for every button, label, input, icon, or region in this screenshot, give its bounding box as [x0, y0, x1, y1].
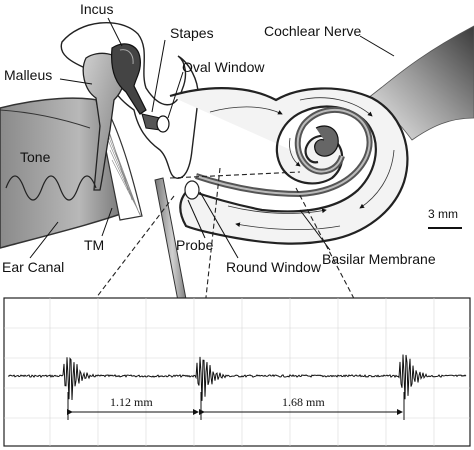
measurement-arrows — [67, 392, 405, 420]
measurement-left: 1.12 mm — [110, 395, 153, 409]
cochlea — [169, 87, 409, 245]
label-oval-window: Oval Window — [182, 59, 265, 75]
label-basilar-membrane: Basilar Membrane — [322, 251, 436, 267]
label-incus: Incus — [80, 1, 113, 17]
label-round-window: Round Window — [226, 259, 322, 275]
label-probe: Probe — [176, 237, 214, 253]
label-malleus: Malleus — [4, 67, 52, 83]
label-stapes: Stapes — [170, 25, 214, 41]
label-ear-canal: Ear Canal — [2, 259, 64, 275]
round-window — [184, 180, 200, 200]
leader-lines — [29, 17, 395, 259]
incus — [111, 43, 147, 115]
tone-waveform — [5, 175, 97, 201]
signal-trace — [7, 354, 467, 401]
measurement-right: 1.68 mm — [282, 395, 325, 409]
signal-panel — [3, 297, 471, 447]
label-tm: TM — [84, 237, 104, 253]
label-tone: Tone — [20, 149, 51, 165]
stapes — [141, 113, 170, 133]
label-scale-bar: 3 mm — [428, 207, 458, 221]
label-cochlear-nerve: Cochlear Nerve — [264, 23, 361, 39]
